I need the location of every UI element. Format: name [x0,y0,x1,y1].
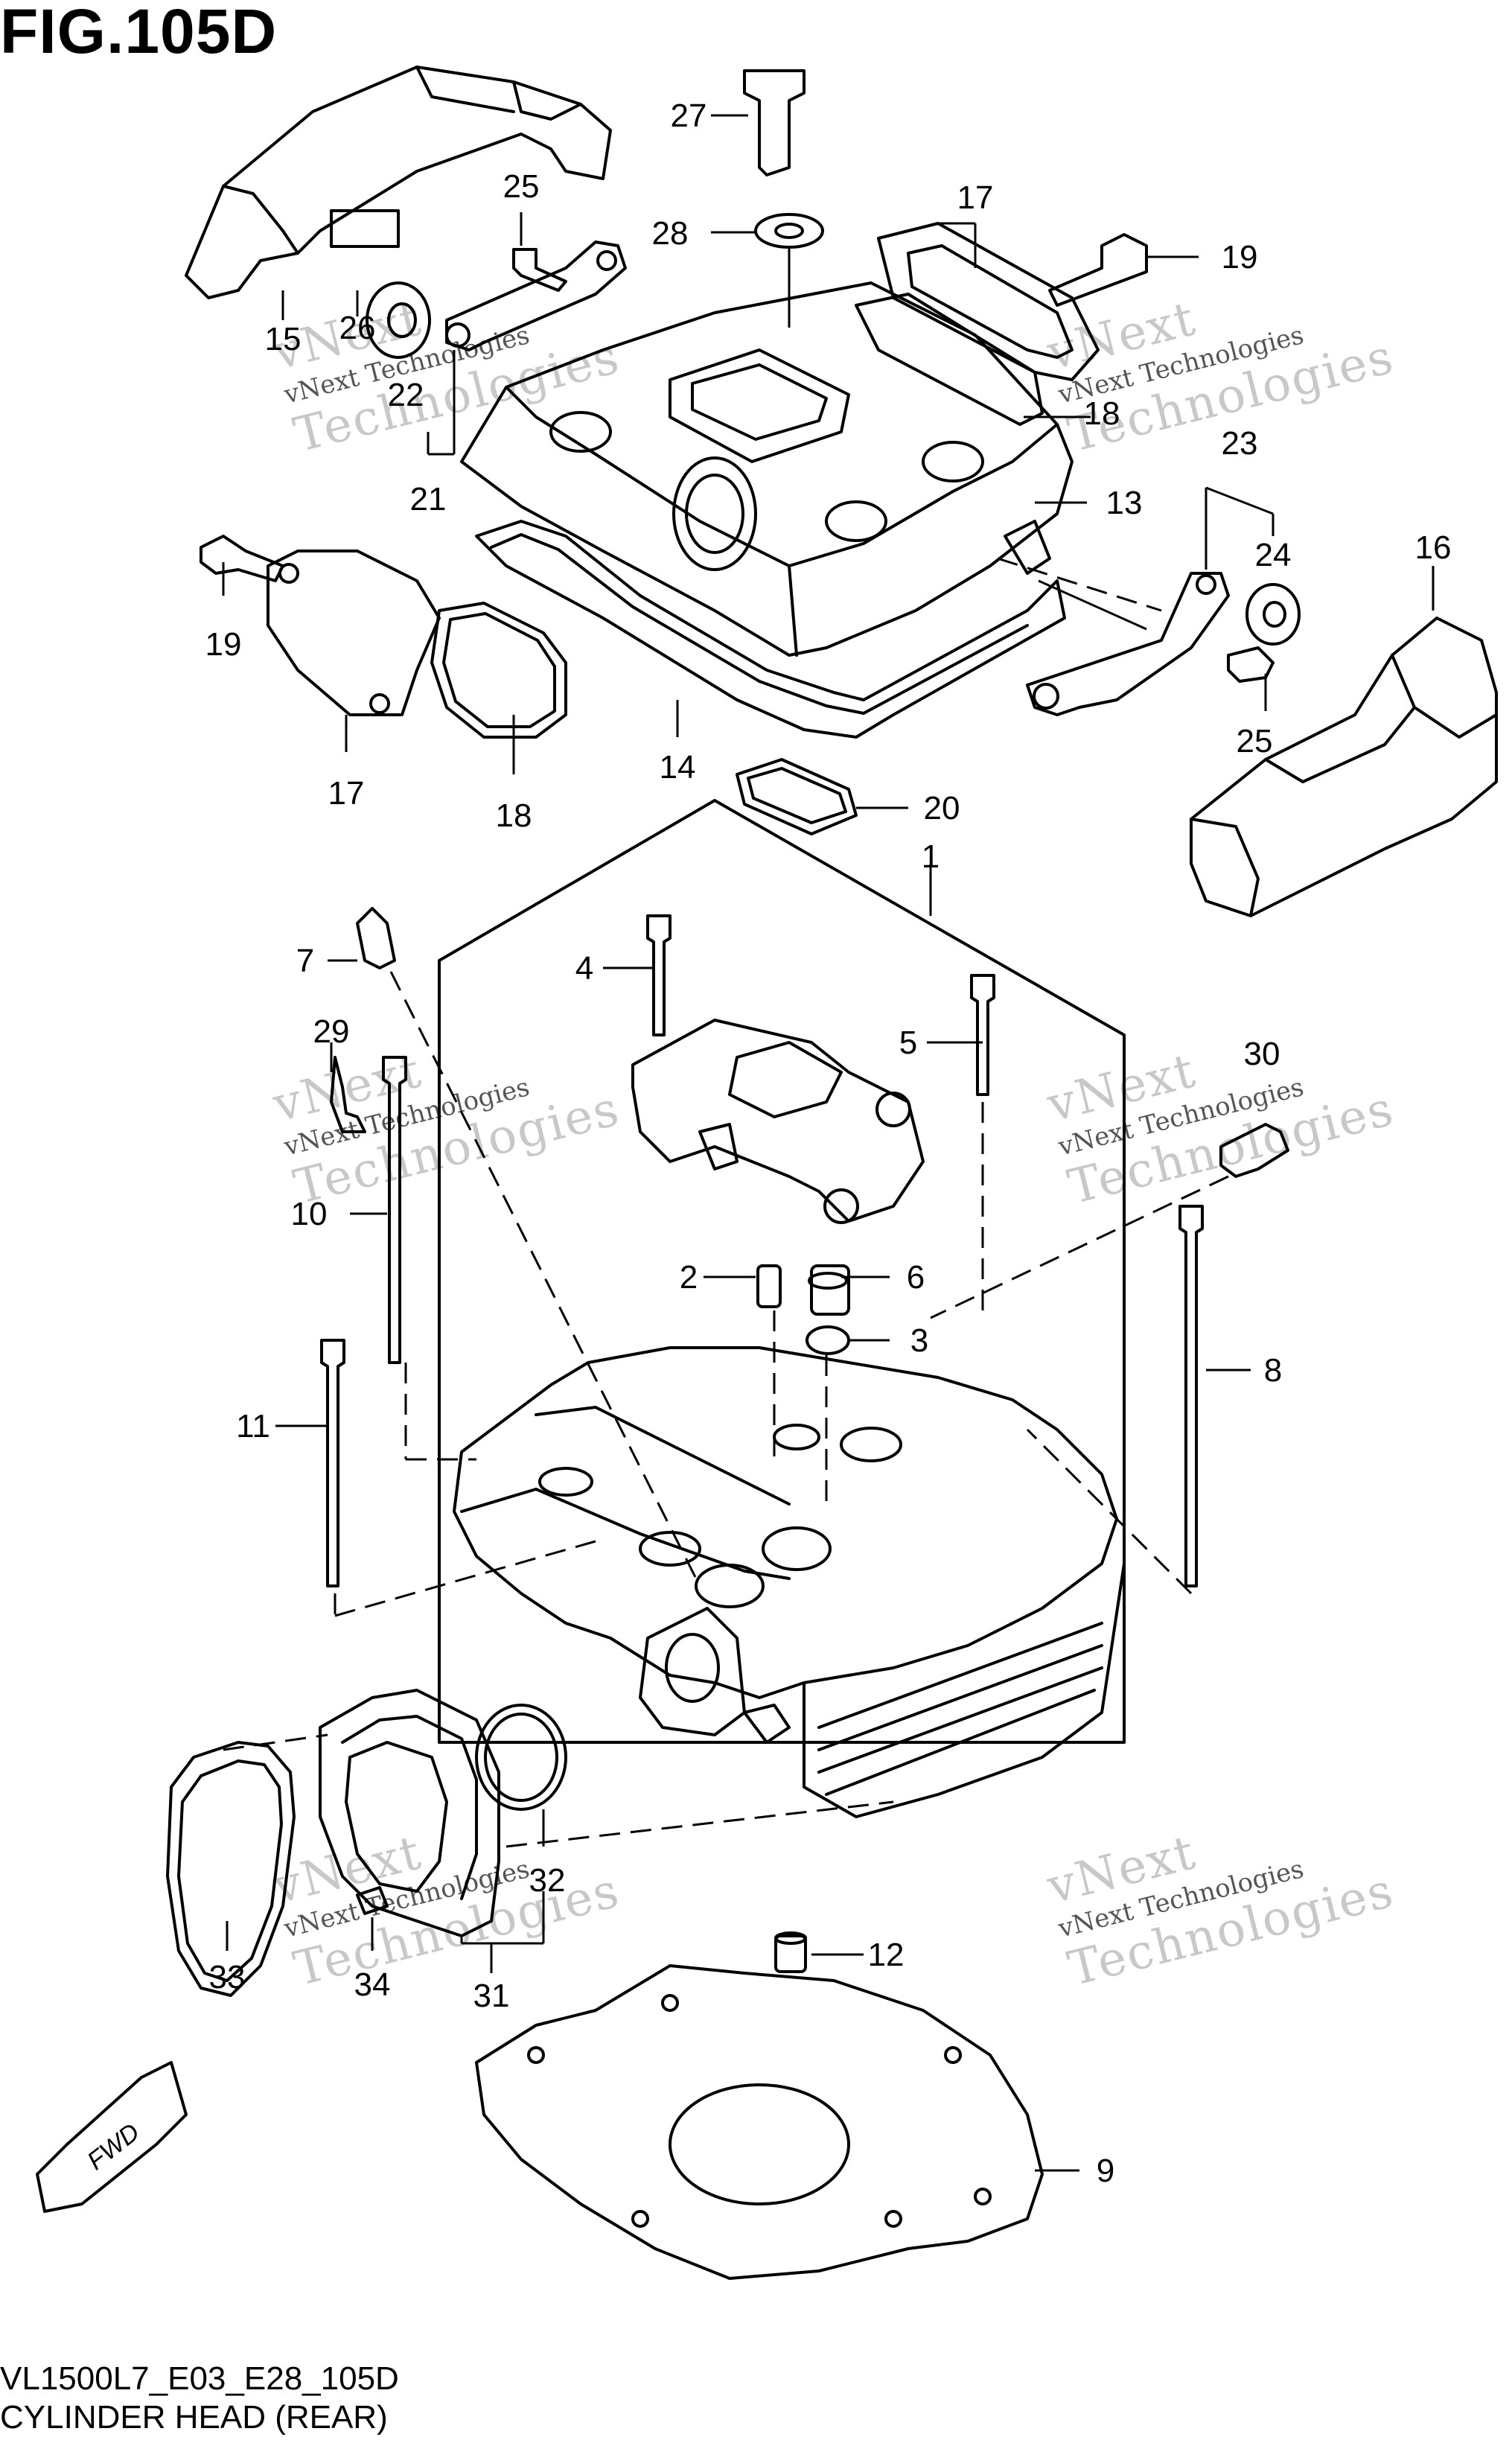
head-cover-13 [460,281,1074,657]
callout-18-left: 18 [496,797,532,834]
callout-30: 30 [1244,1036,1280,1072]
cylinder-head-group-box [438,799,1126,1744]
callout-8: 8 [1264,1352,1282,1389]
screw-34 [356,1886,389,1915]
bolt-19-right [1048,233,1148,307]
callout-34: 34 [354,1966,391,2003]
callout-23: 23 [1222,425,1258,462]
cover-17-right [877,222,1100,381]
dowel-6 [810,1264,850,1316]
dowel-2 [756,1264,782,1308]
bolt-5 [970,974,995,1096]
diagram-code: VL1500L7_E03_E28_105D [0,2360,399,2397]
callout-13: 13 [1106,485,1143,521]
clamp-33 [166,1741,296,1997]
cover-17-left [267,550,441,716]
plug-7 [356,907,396,969]
grommet-26 [366,281,431,359]
o-ring-18-right [855,293,1044,426]
spark-plug-30 [1219,1123,1289,1178]
cam-holder [631,1019,925,1224]
leader-lines [222,114,1435,2172]
gasket-20 [736,758,858,835]
head-gasket-9 [475,1964,1044,2280]
o-ring-3 [806,1325,850,1355]
fwd-label: FWD [82,2118,144,2176]
callout-10: 10 [291,1196,328,1232]
callout-27: 27 [671,98,707,134]
callouts: 1 2 3 4 5 6 7 8 9 10 11 12 13 14 15 16 1… [205,98,1452,2189]
callout-24: 24 [1255,537,1292,573]
bolt-25 [512,248,567,292]
callout-29: 29 [313,1013,350,1050]
callout-2: 2 [680,1259,698,1296]
callout-6: 6 [907,1259,925,1296]
gasket-14 [475,520,1066,739]
callout-33: 33 [209,1959,246,1995]
callout-12: 12 [868,1937,905,1973]
cylinder-cover-right [1190,617,1498,917]
callout-16: 16 [1415,529,1452,566]
callout-19-right: 19 [1222,239,1258,275]
cylinder-head [453,1346,1126,1818]
callout-20: 20 [924,790,960,826]
callout-4: 4 [575,950,593,987]
alignment-lines [223,557,1229,1848]
callout-17-top: 17 [957,179,994,216]
diagram-name: CYLINDER HEAD (REAR) [0,2399,388,2436]
callout-22: 22 [388,377,424,413]
figure-title: FIG.105D [0,0,278,66]
bolt-27 [743,69,806,176]
callout-25-right: 25 [1237,723,1273,759]
dowel-12 [774,1934,807,1973]
bolt-4 [646,914,672,1036]
callout-32: 32 [529,1862,566,1899]
grommet-24 [1245,583,1301,646]
callout-19-left: 19 [205,626,242,663]
callout-3: 3 [910,1322,928,1359]
callout-25-top: 25 [503,168,540,205]
o-ring-18-left [430,602,567,739]
cushion-26 [330,209,400,248]
washer-28 [754,213,824,249]
bracket-23 [1026,572,1230,716]
callout-21: 21 [410,481,447,517]
callout-11: 11 [236,1408,270,1444]
callout-17-left: 17 [328,775,365,812]
bolt-10 [382,1056,407,1364]
callout-28: 28 [652,215,689,252]
callout-7: 7 [296,943,314,979]
callout-9: 9 [1097,2153,1114,2189]
callout-5: 5 [899,1025,917,1061]
callout-26: 26 [339,310,376,346]
bolt-11 [320,1339,345,1587]
clip-29 [330,1056,366,1133]
callout-1: 1 [922,838,940,875]
intake-pipe-31 [319,1689,500,1937]
fwd-arrow-icon [36,2061,188,2213]
bolt-19-left [200,535,284,582]
cylinder-cover-left [185,66,612,299]
callout-15: 15 [265,321,302,357]
callout-18-right: 18 [1084,395,1120,432]
bolt-8 [1178,1205,1204,1587]
o-ring-32 [475,1704,567,1811]
callout-14: 14 [660,749,696,786]
callout-31: 31 [473,1978,510,2014]
